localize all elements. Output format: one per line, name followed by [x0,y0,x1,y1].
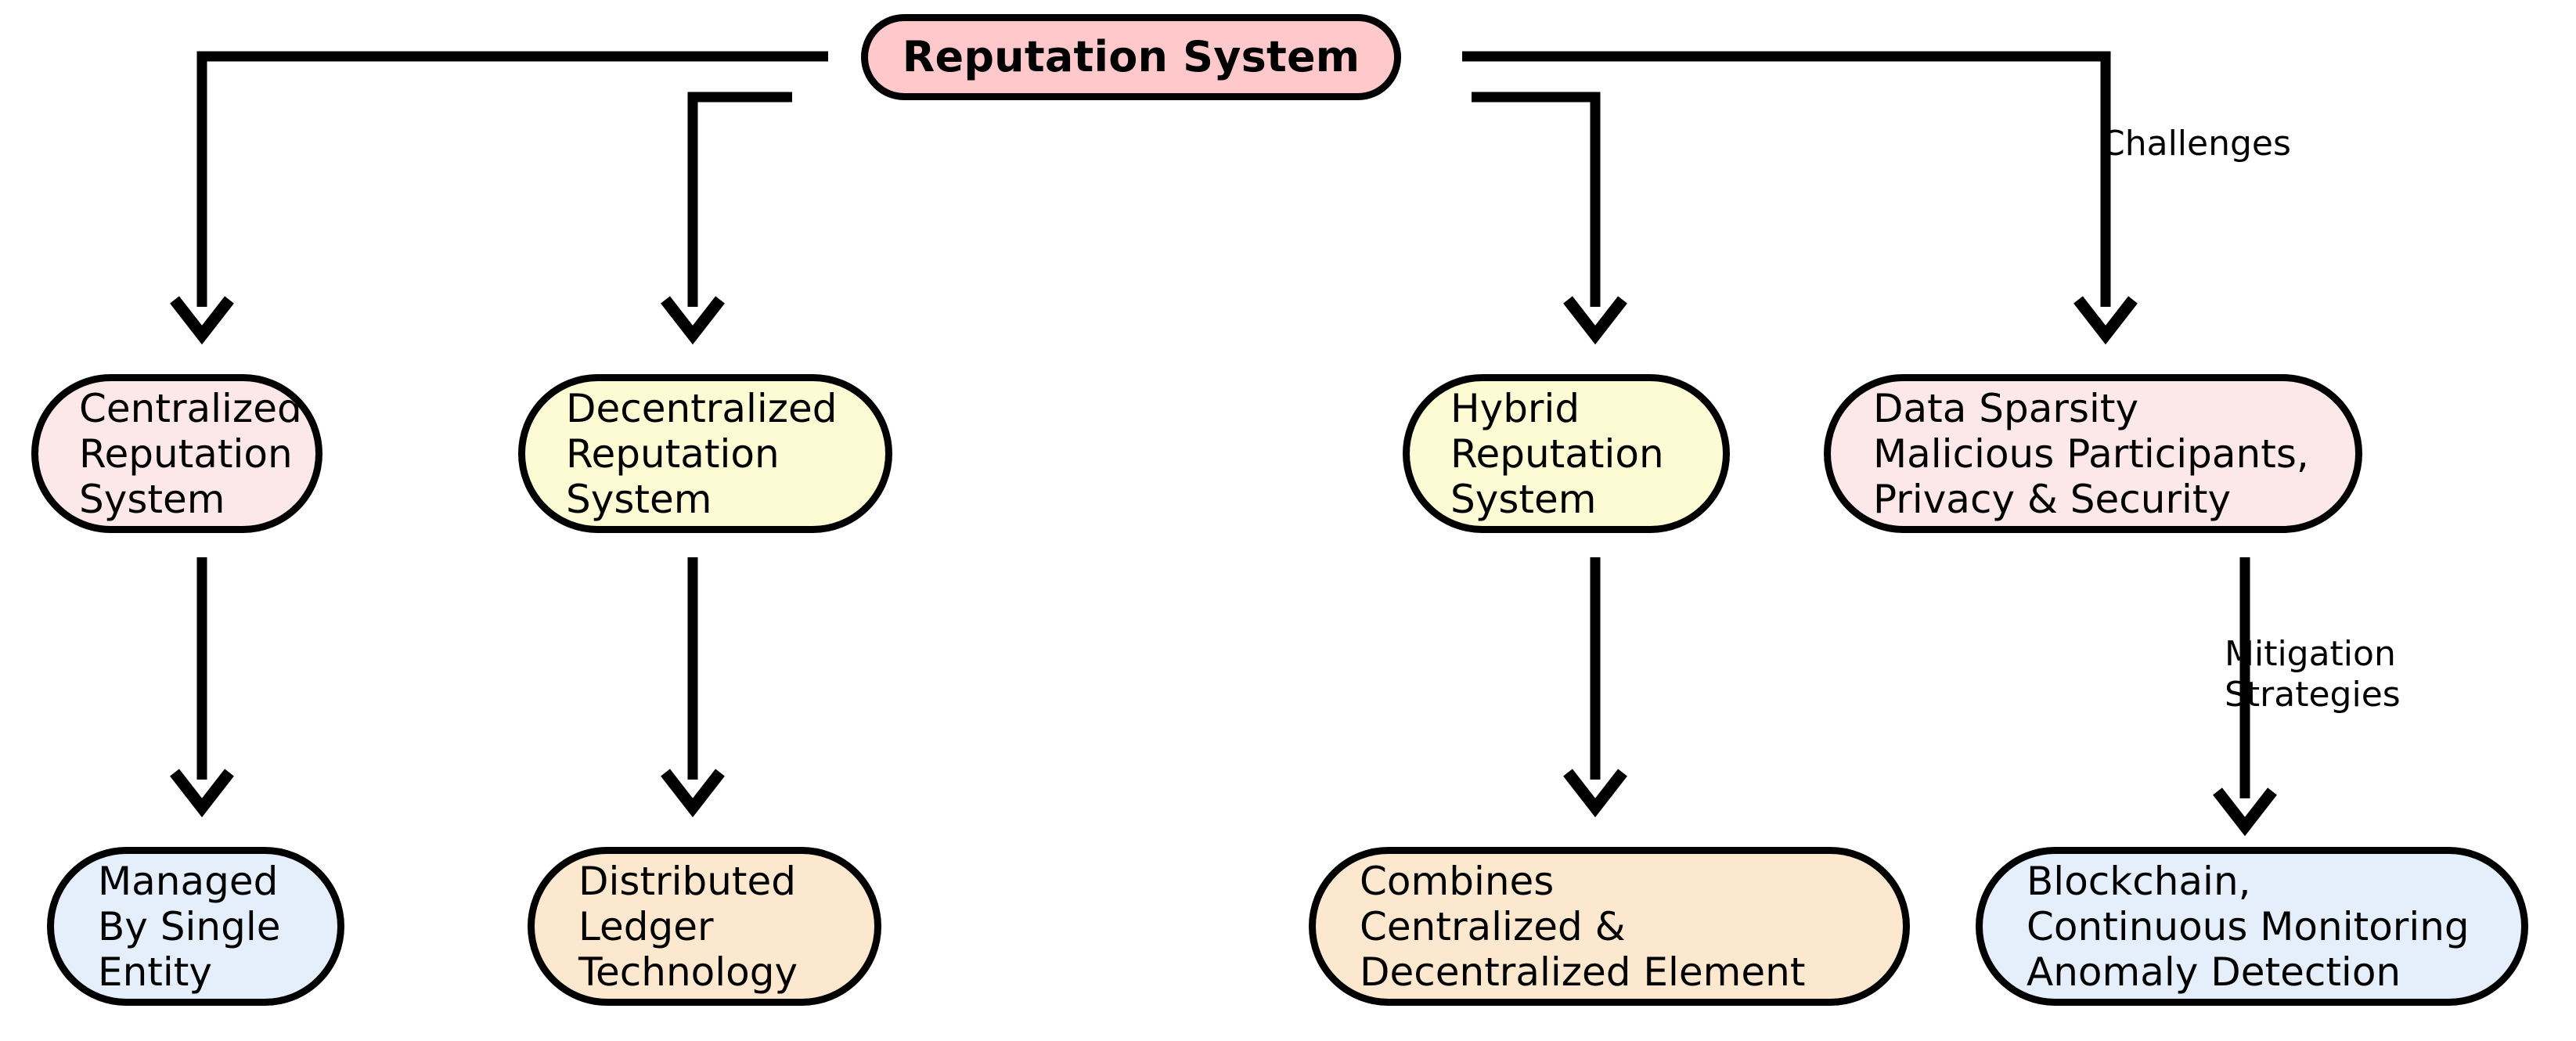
node-hybrid-reputation-system[interactable]: Hybrid Reputation System [1403,374,1730,533]
node-reputation-system[interactable]: Reputation System [861,14,1401,100]
node-managed-by-single-entity[interactable]: Managed By Single Entity [47,847,344,1006]
node-decentralized-reputation-system[interactable]: Decentralized Reputation System [518,374,892,533]
node-mitigation-items[interactable]: Blockchain, Continuous Monitoring Anomal… [1976,847,2528,1006]
arrowhead-ledger [661,769,725,818]
edge-root-to-decentralized [687,92,792,307]
arrowhead-mitigation [2213,787,2277,837]
edge-label-challenges: Challenges [2101,124,2291,164]
arrowhead-challenges [2073,296,2138,345]
arrowhead-managed [170,769,234,818]
arrowhead-decentralized [661,296,725,345]
node-challenges-list[interactable]: Data Sparsity Malicious Participants, Pr… [1824,374,2362,533]
edge-label-mitigation-strategies: Mitigation Strategies [2225,634,2401,715]
node-label: Distributed Ledger Technology [578,858,798,995]
arrowhead-centralized [170,296,234,345]
arrowhead-combines [1563,769,1627,818]
node-label: Hybrid Reputation System [1450,385,1664,522]
node-label: Data Sparsity Malicious Participants, Pr… [1873,385,2309,522]
arrowhead-hybrid [1563,296,1627,345]
edge-root-to-challenges [1462,51,2111,307]
node-label: Centralized Reputation System [79,385,302,522]
node-label: Reputation System [902,31,1360,81]
edge-root-to-centralized [196,51,828,307]
edge-root-to-hybrid [1472,92,1601,307]
node-distributed-ledger-technology[interactable]: Distributed Ledger Technology [528,847,881,1006]
node-label: Blockchain, Continuous Monitoring Anomal… [2027,858,2470,995]
node-label: Managed By Single Entity [98,858,281,995]
node-centralized-reputation-system[interactable]: Centralized Reputation System [31,374,322,533]
node-label: Decentralized Reputation System [566,385,838,522]
node-label: Combines Centralized & Decentralized Ele… [1360,858,1806,995]
node-combines-centralized-decentralized[interactable]: Combines Centralized & Decentralized Ele… [1309,847,1910,1006]
